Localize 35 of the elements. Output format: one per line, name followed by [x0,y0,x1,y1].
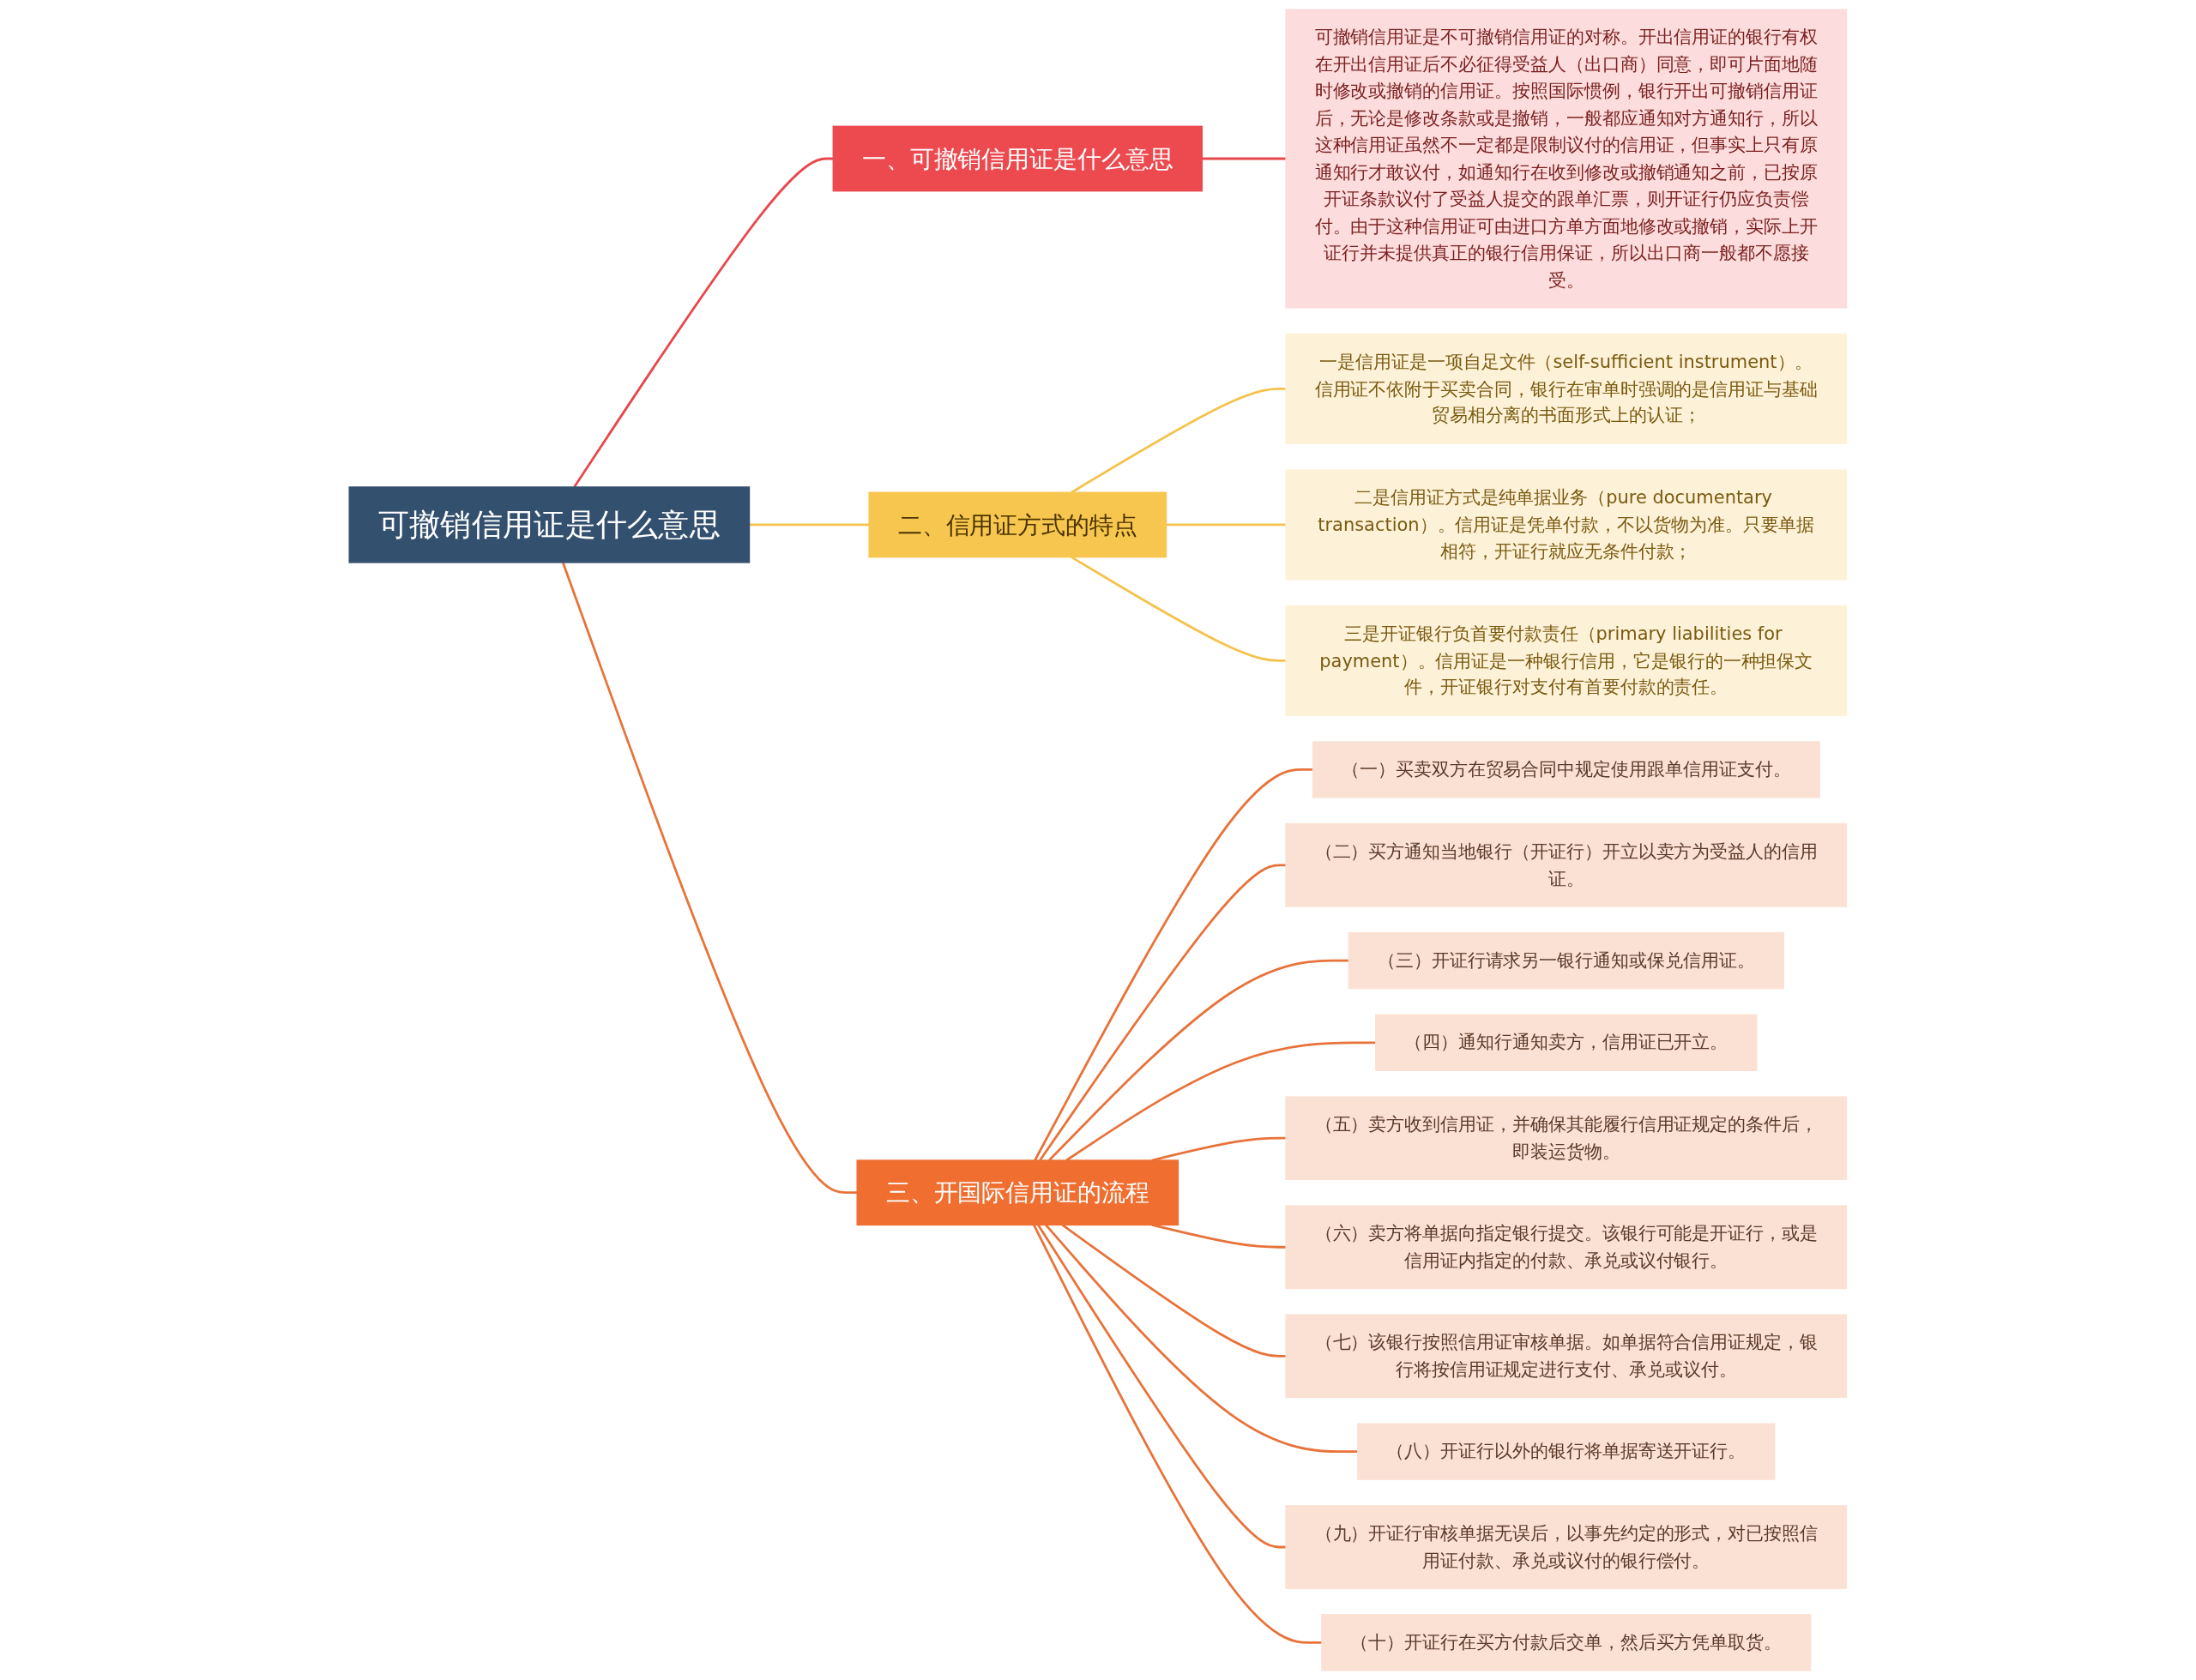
node-box: 可撤销信用证是不可撤销信用证的对称。开出信用证的银行有权在开出信用证后不必征得受益人（出口商）同意，即可片面地随时修改或撤销的信用证。按照国际惯例，银行开出可撤销信用证后，无论是修改条款或是撤销，一般都应通知对方通知行，所以这种信用证虽然不一定都是限制议付的信用证，但事实上只有原通知行才敢议付，如通知行在收到修改或撤销通知之前，已按原开证条款议付了受益人提交的跟单汇票，则开证行仍应负责偿付。由于这种信用证可由进口方单方面地修改或撤销，实际上开证行并未提供真正的银行信用保证，所以出口商一般都不愿接受。 [1285,9,1848,309]
connector [1166,523,1287,527]
node-box: 一是信用证是一项自足文件（self-sufficient instrument）。信用证不依附于买卖合同，银行在审单时强调的是信用证与基础贸易相分离的书面形式上的认证； [1285,333,1848,445]
node-box: （八）开证行以外的银行将单据寄送开证行。 [1357,1423,1776,1480]
node-box: 二是信用证方式是纯单据业务（pure documentary transaction）。信用证是凭单付款，不以货物为准。只要单据相符，开证行就应无条件付款； [1285,469,1848,581]
node-box: （七）该银行按照信用证审核单据。如单据符合信用证规定，银行将按信用证规定进行支付、承兑或议付。 [1285,1314,1848,1399]
connector [1065,1041,1376,1162]
node-box: （一）买卖双方在贸易合同中规定使用跟单信用证支付。 [1312,741,1820,798]
connector [1039,864,1287,1161]
node-box: 一、可撤销信用证是什么意思 [832,125,1204,192]
node-box: （四）通知行通知卖方，信用证已开立。 [1375,1014,1758,1071]
connector [1151,1224,1287,1249]
node-box: 三是开证银行负首要付款责任（primary liabilities for payment）。信用证是一种银行信用，它是银行的一种担保文件，开证银行对支付有首要付款的责任。 [1285,605,1848,716]
node-box: 二、信用证方式的特点 [868,491,1167,558]
connector [1071,388,1287,494]
connector [1061,1224,1287,1358]
node-box: （六）卖方将单据向指定银行提交。该银行可能是开证行，或是信用证内指定的付款、承兑或议付银行。 [1285,1205,1848,1290]
connector [1037,1224,1287,1549]
connector [1202,157,1287,160]
connector [1045,1224,1358,1454]
node-box: （五）卖方收到信用证，并确保其能履行信用证规定的条件后，即装运货物。 [1285,1096,1848,1181]
node-box: （九）开证行审核单据无误后，以事先约定的形式，对已按照信用证付款、承兑或议付的银行偿付。 [1285,1505,1848,1589]
node-box: （三）开证行请求另一银行通知或保兑信用证。 [1348,932,1785,990]
connector [1034,768,1313,1161]
node-box: （十）开证行在买方付款后交单，然后买方凭单取货。 [1321,1614,1812,1671]
connector [573,157,834,488]
connector [562,562,858,1195]
node-box: 可撤销信用证是什么意思 [348,486,751,563]
connector [1033,1224,1323,1644]
node-box: 三、开国际信用证的流程 [856,1159,1179,1226]
connector [1071,556,1287,662]
connector [1151,1136,1287,1162]
connector [1048,959,1349,1161]
node-box: （二）买方通知当地银行（开证行）开立以卖方为受益人的信用证。 [1285,822,1848,907]
connector [749,523,870,527]
